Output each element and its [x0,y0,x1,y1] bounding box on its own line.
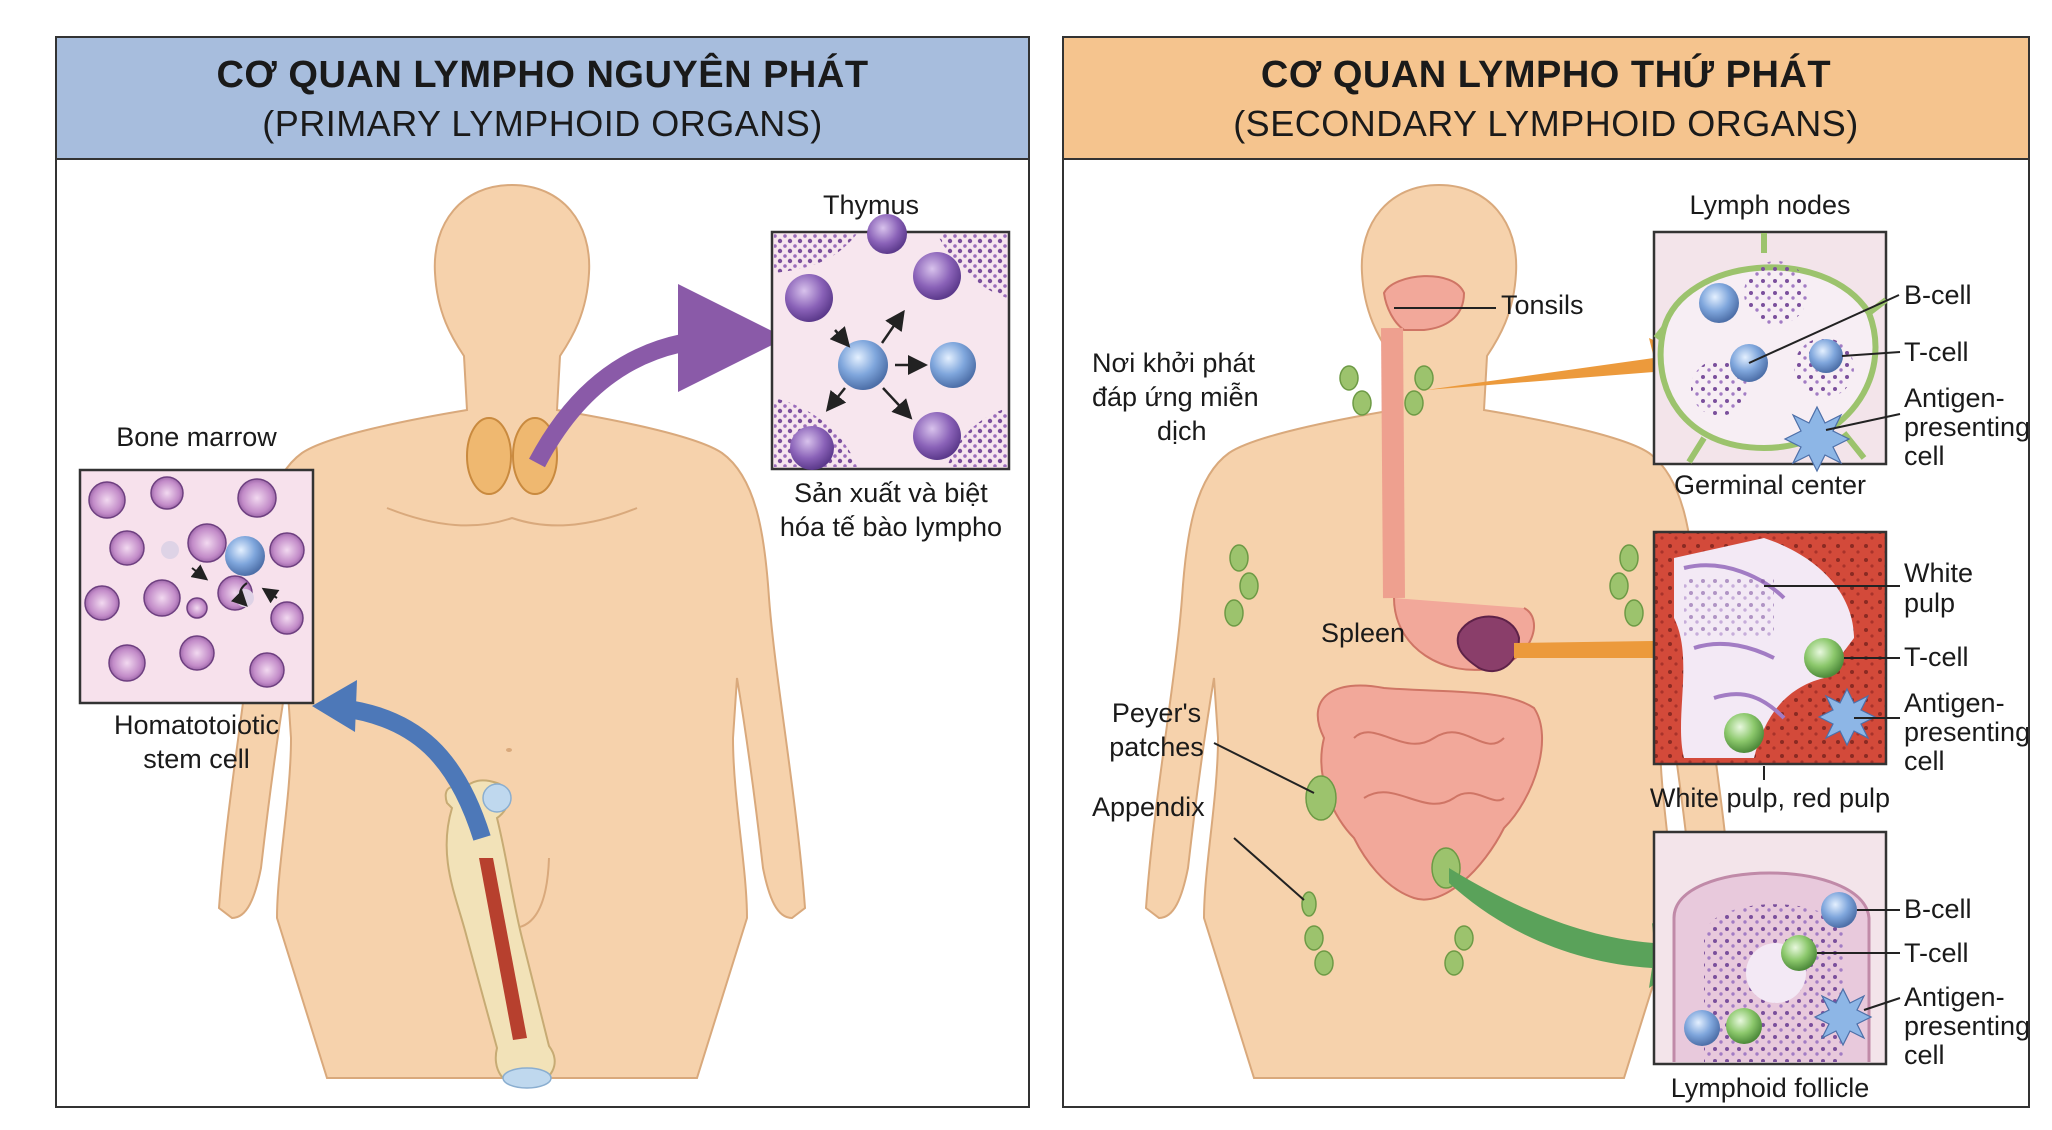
lymph-nodes-label: Lymph nodes [1689,190,1851,220]
lymphoid-follicle-label: Lymphoid follicle [1670,1073,1870,1103]
bone-marrow-arrow [340,699,491,841]
lymph-node-arrow [1426,338,1694,390]
lymphoid-follicle-inset [1652,830,1888,1066]
tonsils-label: Tonsils [1501,290,1584,320]
secondary-panel-header: CƠ QUAN LYMPHO THỨ PHÁT (SECONDARY LYMPH… [1064,38,2028,160]
thymus-arrow [529,284,786,468]
primary-lymphoid-panel: CƠ QUAN LYMPHO NGUYÊN PHÁT (PRIMARY LYMP… [55,36,1030,1108]
spleen-white-pulp-label-2: pulp [1904,588,1956,618]
lymph-node-leader-lines [1748,294,1901,431]
thymus-inset [770,214,1011,471]
spleen-arrow [1514,623,1697,676]
immune-start-label-line-1: Nơi khởi phát [1092,348,1255,378]
peyers-patches-label-line-1: Peyer's [1111,698,1202,728]
bone-marrow-label: Bone marrow [116,422,277,452]
primary-panel-title: CƠ QUAN LYMPHO NGUYÊN PHÁT [216,54,869,96]
spleen-inset [1652,530,1888,766]
lymph-node-apc-label-2: presenting [1904,412,2030,442]
lymph-node-t-cell-label: T-cell [1904,337,1969,367]
immune-start-label-line-3: dịch [1157,416,1207,446]
secondary-panel-title: CƠ QUAN LYMPHO THỨ PHÁT [1260,54,1832,96]
follicle-apc-label-3: cell [1904,1040,1945,1070]
spleen-apc-label-2: presenting [1904,717,2030,747]
secondary-panel-subtitle: (SECONDARY LYMPHOID ORGANS) [1233,103,1859,144]
digestive-tract [1316,275,1543,901]
spleen-organ [1456,615,1521,673]
spleen-apc-label-1: Antigen- [1904,688,2005,718]
lymph-node-apc-label-1: Antigen- [1904,383,2005,413]
bone-marrow-arrowhead [312,680,357,732]
secondary-illustration [1144,183,1901,1079]
thymus-label: Thymus [823,190,920,220]
primary-panel-subtitle: (PRIMARY LYMPHOID ORGANS) [262,103,823,144]
follicle-apc-label-1: Antigen- [1904,982,2005,1012]
spleen-white-pulp-label-1: White [1904,558,1974,588]
lymph-node-inset [1652,230,1888,473]
follicle-t-cell-label: T-cell [1904,938,1969,968]
stem-cell-label-line-1: Homatotoiotic [113,710,280,740]
femur-bone [444,779,556,1089]
organ-pointer-lines [1213,307,1496,901]
germinal-center-label: Germinal center [1673,470,1867,500]
bone-marrow-inset [78,468,315,705]
spleen-t-cell-label: T-cell [1904,642,1969,672]
lymph-node-b-cell-label: B-cell [1904,280,1972,310]
primary-illustration [78,183,1011,1089]
immune-start-label-line-2: đáp ứng miễn [1092,382,1259,412]
follicle-leader-lines [1817,909,1901,1011]
stem-cell-label-line-2: stem cell [143,744,250,774]
peyers-patches-label-line-2: patches [1109,732,1204,762]
follicle-apc-label-2: presenting [1904,1011,2030,1041]
spleen-apc-label-3: cell [1904,746,1945,776]
thymus-caption-line-2: hóa tế bào lympho [779,512,1003,542]
lymph-node-apc-label-3: cell [1904,441,1945,471]
lymph-nodes-body [1224,365,1644,976]
follicle-arrow [1449,868,1694,988]
white-red-pulp-label: White pulp, red pulp [1649,783,1891,813]
appendix-label: Appendix [1092,792,1205,822]
secondary-lymphoid-panel: CƠ QUAN LYMPHO THỨ PHÁT (SECONDARY LYMPH… [1062,36,2030,1108]
spleen-label: Spleen [1321,618,1406,648]
primary-panel-header: CƠ QUAN LYMPHO NGUYÊN PHÁT (PRIMARY LYMP… [57,38,1028,160]
follicle-b-cell-label: B-cell [1904,894,1972,924]
spleen-leader-lines [1763,585,1900,780]
thymus-caption-line-1: Sản xuất và biệt [794,478,988,508]
